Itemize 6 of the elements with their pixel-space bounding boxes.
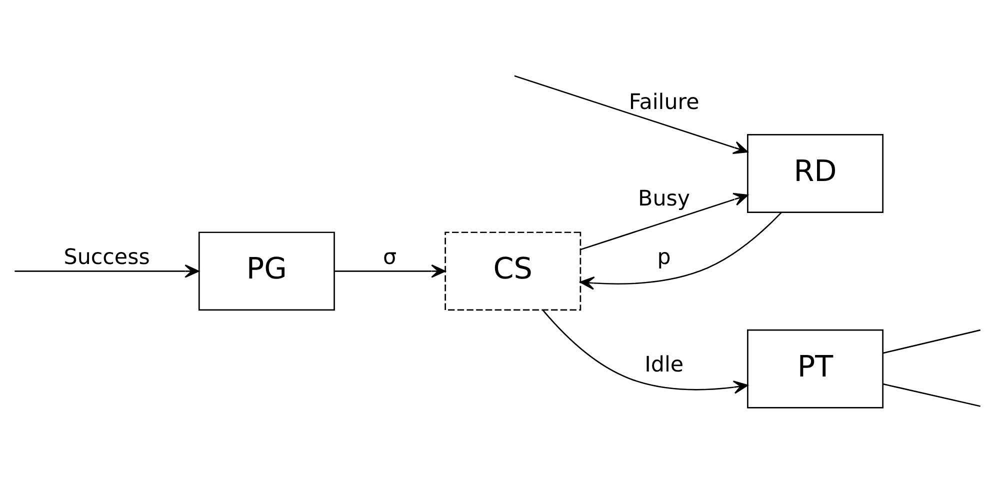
- edge-label: p: [657, 245, 671, 270]
- edge-label: Idle: [644, 352, 684, 378]
- edge-label: Failure: [628, 90, 700, 116]
- edge-label: σ: [383, 245, 397, 270]
- edge-label: Busy: [638, 186, 690, 212]
- edge-label: Success: [64, 245, 150, 270]
